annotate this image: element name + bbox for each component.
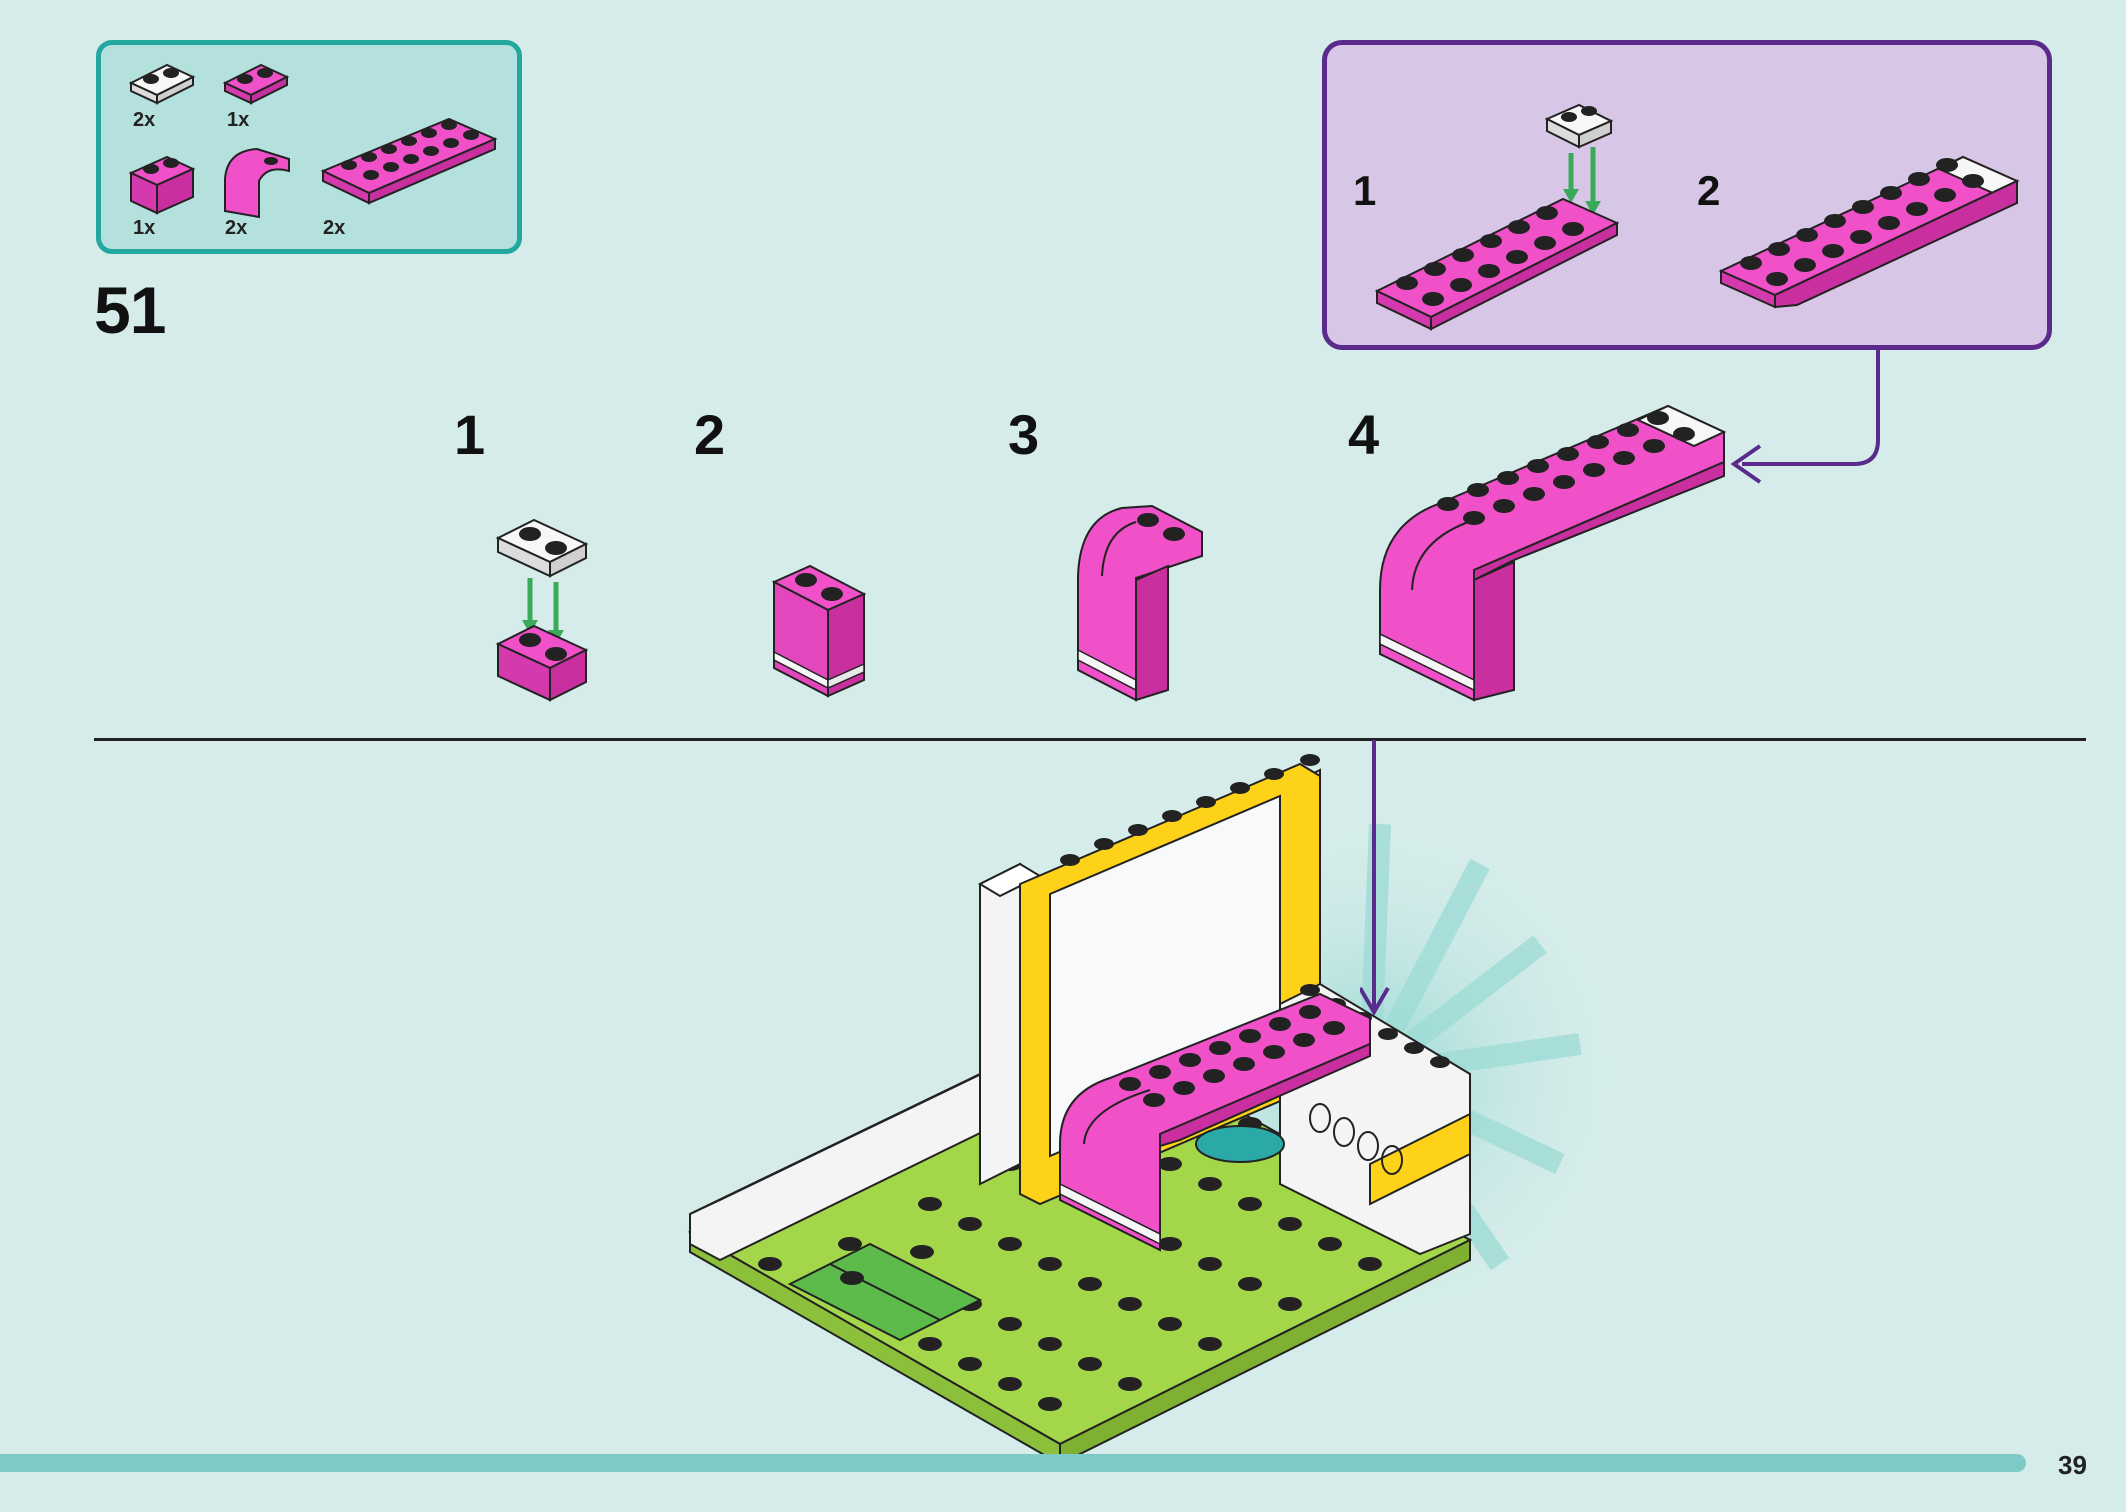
pink-plate-2x6-icon [320,117,498,205]
sub-step-2-illustration [771,564,867,698]
parts-qty-pink-brick: 1x [133,217,156,239]
pink-plate-1x2-icon [222,63,290,105]
parts-qty-plate-2x6: 2x [323,217,346,239]
parts-list-box: 2x 1x 1x 2x 2x [96,40,522,254]
page-number: 39 [2058,1450,2087,1480]
sub-step-2-number: 2 [694,403,726,466]
section-divider [94,738,2086,741]
callout-step-1-number: 1 [1353,167,1377,214]
main-model-illustration [687,754,1630,1454]
pink-brick-icon [128,155,196,215]
white-plate-1x2-icon [128,63,196,105]
sub-step-1-number: 1 [454,403,486,466]
pink-curved-brick-icon [224,147,290,219]
callout-connector-arrow [1730,350,1880,484]
page-footer-bar [0,1454,2026,1472]
sub-assembly-callout: 1 2 [1322,40,2052,350]
placement-arrow [1360,740,1390,1016]
callout-step-2-illustration [1718,155,2020,309]
parts-qty-white-plate: 2x [133,109,156,131]
callout-step-2-number: 2 [1697,167,1721,214]
callout-step-1-illustration [1374,103,1620,331]
parts-qty-pink-plate: 1x [227,109,250,131]
sub-step-4-illustration [1379,404,1727,702]
step-number: 51 [94,273,166,347]
sub-step-4-number: 4 [1348,403,1380,466]
sub-step-3-illustration [1077,504,1203,702]
sub-step-1-illustration [495,518,589,702]
parts-qty-curved-brick: 2x [225,217,248,239]
sub-step-3-number: 3 [1008,403,1040,466]
